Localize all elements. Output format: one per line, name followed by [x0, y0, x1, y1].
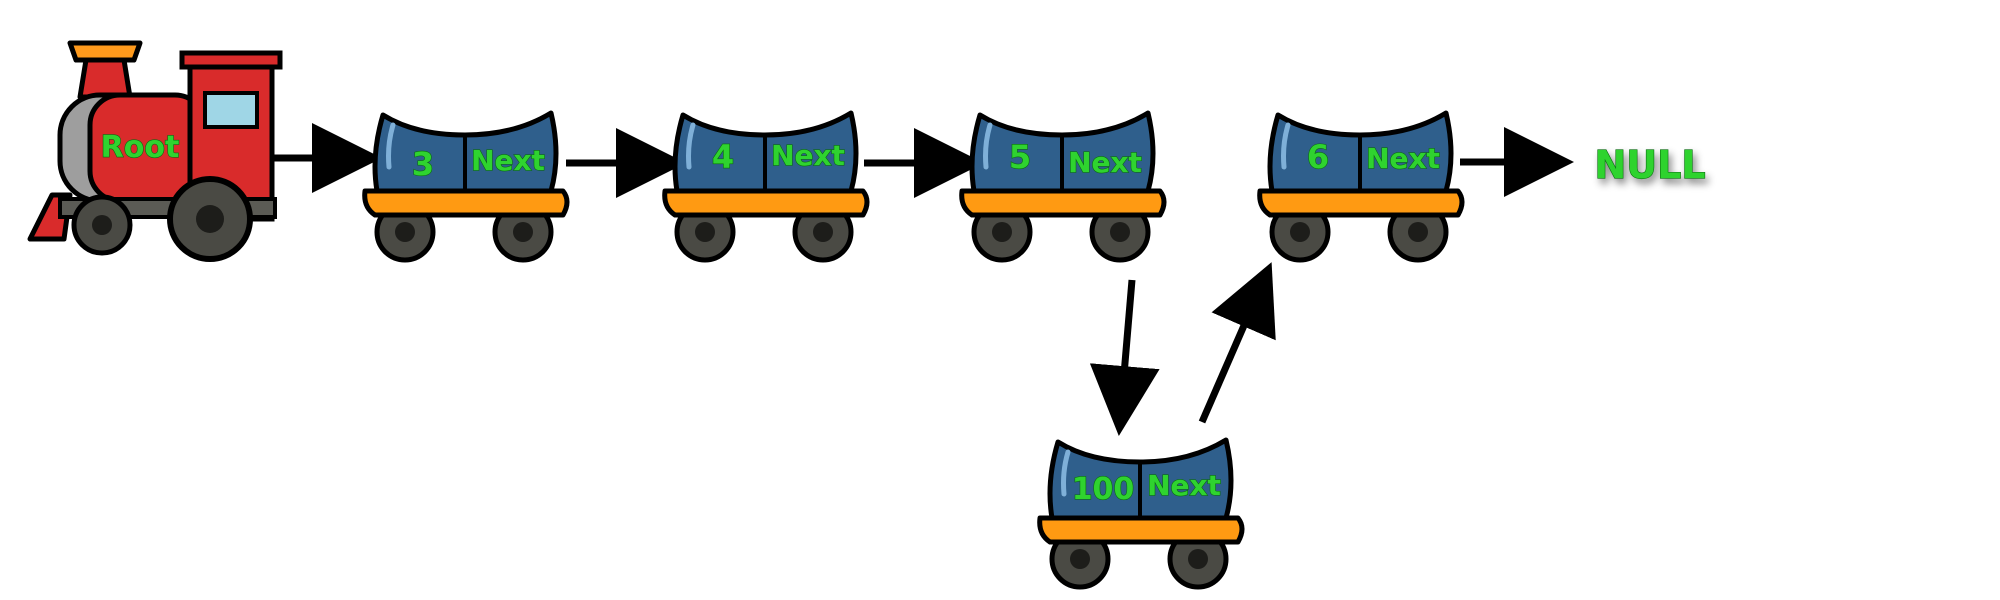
wagon-4-value: 4 — [712, 138, 734, 176]
wagon-5-value: 5 — [1009, 138, 1031, 176]
wagon-3: 3 Next — [365, 113, 567, 260]
engine-label: Root — [101, 130, 180, 165]
wagon-100-next-label: Next — [1147, 469, 1221, 502]
wagon-6: 6 Next — [1260, 113, 1462, 260]
wagon-100-value: 100 — [1072, 472, 1135, 507]
wagon-5-next-label: Next — [1068, 146, 1142, 179]
wagon-6-value: 6 — [1307, 138, 1329, 176]
null-terminal-label: NULL — [1594, 143, 1705, 187]
wagon-3-value: 3 — [412, 145, 434, 183]
wagon-5: 5 Next — [962, 113, 1164, 260]
link-100-to-6 — [1198, 262, 1276, 424]
engine: Root — [27, 40, 283, 262]
wagon-100: 100 Next — [1040, 440, 1242, 587]
wagon-4: 4 Next — [665, 113, 867, 260]
wagon-3-next-label: Next — [471, 144, 545, 177]
link-5-to-100 — [1089, 279, 1160, 436]
links — [268, 123, 1574, 436]
wagon-4-next-label: Next — [771, 139, 845, 172]
wagon-6-next-label: Next — [1366, 142, 1440, 175]
